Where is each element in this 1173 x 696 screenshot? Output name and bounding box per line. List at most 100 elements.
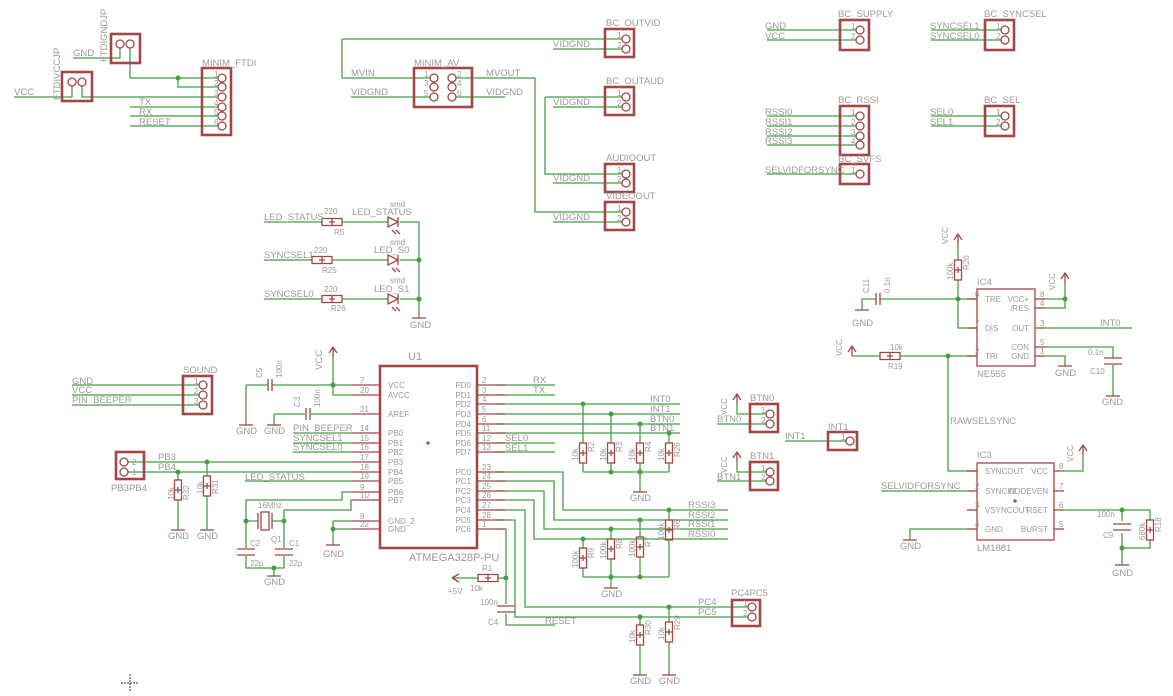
pin-number: 19 [360,472,369,481]
led-icon[interactable] [387,216,401,235]
capacitor-c10[interactable] [1103,357,1123,365]
bc-sel-connector[interactable] [983,104,1016,138]
pin-name: GND_2 [388,517,415,526]
bc-outaud-connector[interactable] [603,85,636,117]
pin-number: 11 [482,424,491,433]
capacitor-c2[interactable] [236,548,256,556]
junction [175,75,181,81]
net-syncsel1: SYNCSEL1 [293,433,343,444]
resistor-r20[interactable] [953,259,963,281]
u1-ref: U1 [408,351,422,363]
gnd-label: GND [264,426,285,437]
pin-name: PD3 [455,410,471,419]
resistor-r9[interactable] [578,547,588,569]
pb3pb4-connector[interactable] [114,450,146,481]
u1-atmega328p[interactable]: U1 ATMEGA328P-PU [378,351,499,564]
r30-ref: R30 [644,620,653,635]
led-icon[interactable] [387,293,401,312]
btn1-connector[interactable] [748,460,780,492]
bc-svfs-connector[interactable] [838,162,871,186]
ic3-body[interactable] [976,462,1055,541]
minim-av-connector[interactable] [412,66,474,109]
resistor-r2[interactable] [578,442,588,464]
resistor-r8[interactable] [606,538,616,560]
pin-icon [621,44,631,54]
bc-rssi-connector[interactable] [838,104,871,157]
pin-name: SYNCIN [985,487,1015,496]
resistor-r30[interactable] [635,624,645,646]
pin-icon [621,102,631,112]
net-vcc: VCC [14,87,34,98]
sound-wires [72,384,199,406]
resistor-r18[interactable] [1145,519,1155,541]
pc4pc5-connector[interactable] [730,598,762,628]
pin-name: PC6 [455,525,471,534]
resistor-r1[interactable] [477,573,499,583]
net-rx: RX [533,375,547,386]
capacitor-c1[interactable] [274,548,294,556]
net-mvout: MVOUT [486,68,521,79]
q1-value: 16Mhz [258,501,282,510]
resistor-r5[interactable] [321,217,343,227]
int1-connector[interactable] [826,430,859,452]
led-s1-package: smd [390,276,405,285]
resistor-r4[interactable] [635,442,645,464]
pin-number: 4 [975,520,980,529]
minim-ftdi-connector[interactable] [200,66,233,137]
pin-name: PD6 [455,439,471,448]
pin-number: 15 [360,434,369,443]
pin-icon [198,390,208,400]
capacitor-c9[interactable] [1112,523,1132,531]
bc-supply-connector[interactable] [838,18,871,52]
resistor-r6[interactable] [664,519,674,541]
c3-ref: C3 [293,396,302,407]
bc-syncsel-connector[interactable] [983,18,1016,52]
ic4-section: IC4 NE555 100k R20 VCC C11 0.1n GND VCC … [835,227,1132,472]
net-selvidforsync: SELVIDFORSYNC [765,165,845,176]
audioout-connector[interactable] [603,162,636,194]
ftdivccjp-jumper[interactable] [60,70,94,103]
pin-icon [855,35,865,45]
resistor-r29[interactable] [664,621,674,643]
u1-body[interactable] [378,364,479,550]
bc-outvid-connector[interactable] [603,27,636,59]
r4-ref: R4 [644,441,653,452]
r2-value: 10k [571,447,580,461]
c3-value: 100n [313,389,322,407]
btn1-label: BTN1 [750,451,774,462]
capacitor-c11[interactable] [875,292,881,306]
resistor-r7[interactable] [635,536,645,558]
pin-number: 17 [360,453,369,462]
videoout-connector[interactable] [603,200,636,232]
capacitor-c3[interactable] [305,407,311,421]
crystal-q1[interactable] [257,511,273,531]
resistor-r19[interactable] [879,351,901,361]
btn0-connector[interactable] [748,402,780,434]
sound-connector[interactable] [181,374,214,416]
gnd-label: GND [852,318,873,329]
pin-name: GND [985,525,1003,534]
resistor-r3[interactable] [606,442,616,464]
net-vcc: VCC [72,385,92,396]
ftdigndjp-jumper[interactable] [109,32,142,65]
resistor-r25[interactable] [311,255,333,265]
r30-value: 10k [628,629,637,643]
capacitor-c4[interactable] [496,605,516,613]
pin-name: CON [1011,343,1029,352]
led-icon[interactable] [387,254,401,273]
u1-right-wires [452,384,748,675]
resistor-r26[interactable] [321,294,343,304]
pin-name: PC1 [455,477,471,486]
capacitor-c5[interactable] [267,378,273,392]
pin-number: 2 [975,347,980,356]
resistor-r26[interactable] [664,442,674,464]
pin-icon [429,82,439,92]
ic4-ref: IC4 [977,277,992,288]
minim-av-label: MINIM_AV [414,58,460,69]
bc-outaud-label: BC_OUTAUD [606,76,664,87]
pin-icon [765,409,775,419]
pin-number: 5 [1059,520,1064,529]
pin-icon [765,476,775,486]
pin-number: 2 [761,416,766,425]
